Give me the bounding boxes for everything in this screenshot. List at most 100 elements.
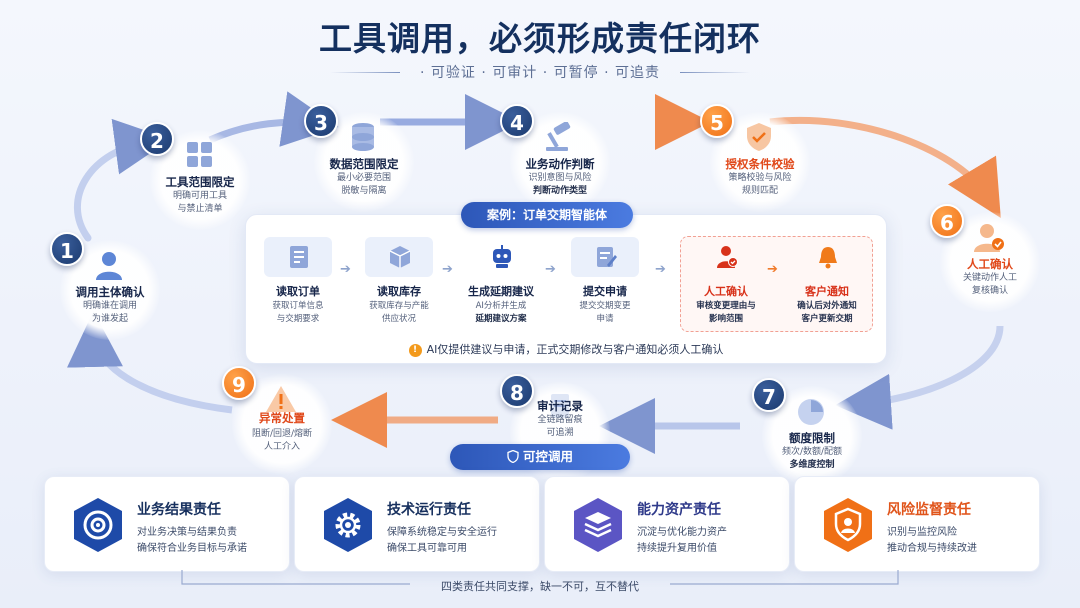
notice-text: AI仅提供建议与申请，正式交期修改与客户通知必须人工确认 [426, 343, 724, 356]
step-3: 3 数据范围限定 最小必要范围 脱敏与隔离 [304, 104, 424, 224]
card-tech-operation: 技术运行责任 保障系统稳定与安全运行 确保工具可靠可用 [294, 476, 540, 572]
step-number: 5 [700, 104, 734, 138]
step-desc: 人工介入 [263, 442, 300, 452]
case-step-desc: 与交期要求 [276, 314, 320, 324]
card-business-result: 业务结果责任 对业务决策与结果负责 确保符合业务目标与承诺 [44, 476, 290, 572]
footer-bracket [181, 570, 899, 585]
step-desc: 判断动作类型 [532, 186, 587, 196]
case-step-desc: 获取订单信息 [272, 301, 324, 311]
card-line: 对业务决策与结果负责 [137, 527, 237, 538]
form-icon [597, 247, 617, 267]
case-step-name: 读取订单 [276, 285, 320, 298]
step-number: 2 [140, 122, 174, 156]
case-notice: !AI仅提供建议与申请，正式交期修改与客户通知必须人工确认 [245, 341, 887, 357]
layers-icon [574, 498, 622, 552]
card-line: 识别与监控风险 [887, 527, 957, 538]
card-title: 技术运行责任 [387, 502, 471, 518]
step-number: 4 [500, 104, 534, 138]
step-number: 7 [752, 378, 786, 412]
card-line: 沉淀与优化能力资产 [637, 527, 727, 538]
document-icon [551, 394, 569, 418]
footer-note: 四类责任共同支撑，缺一不可，互不替代 [441, 580, 639, 593]
card-line: 确保工具可靠可用 [387, 543, 467, 554]
step-number: 9 [222, 366, 256, 400]
step-desc: 脱敏与隔离 [341, 186, 387, 196]
shield-icon [507, 449, 519, 464]
page-title: 工具调用，必须形成责任闭环 [319, 19, 761, 58]
step-2: 2 工具范围限定 明确可用工具 与禁止清单 [140, 122, 260, 242]
arrow-right-icon: ➔ [545, 262, 556, 277]
step-name: 授权条件校验 [725, 157, 795, 171]
box-icon [389, 246, 411, 268]
step-name: 异常处置 [259, 411, 305, 425]
step-name: 数据范围限定 [329, 157, 399, 171]
person-check-icon [717, 246, 738, 268]
step-name: 工具范围限定 [165, 175, 235, 189]
step-desc: 与禁止清单 [177, 204, 223, 214]
card-title: 风险监督责任 [887, 502, 971, 518]
step-desc: 规则匹配 [741, 186, 778, 196]
subtitle-line-left [330, 72, 400, 73]
gear-icon [324, 498, 372, 552]
step-9: 9 异常处置 阻断/回退/熔断 人工介入 [222, 366, 342, 486]
grid-icon [187, 142, 212, 167]
arrow-right-icon: ➔ [767, 262, 778, 277]
step-desc: 策略校验与风险 [728, 173, 792, 183]
order-icon [290, 246, 308, 268]
step-name: 调用主体确认 [75, 285, 145, 299]
step-7: 7 额度限制 频次/数额/配额 多维度控制 [752, 378, 872, 498]
case-step-name: 读取库存 [377, 285, 421, 298]
case-step-desc: 供应状况 [381, 314, 416, 324]
arrow-right-icon: ➔ [655, 262, 666, 277]
arrow-right-icon: ➔ [340, 262, 351, 277]
user-check-icon [974, 224, 1004, 252]
step-desc: 复核确认 [971, 286, 1008, 296]
step-name: 业务动作判断 [525, 157, 595, 171]
robot-icon [493, 245, 511, 268]
case-step-desc: 提交交期变更 [579, 301, 631, 311]
controlled-call-label: 可控调用 [450, 444, 630, 470]
human-zone-box [680, 236, 873, 332]
case-step-desc: 影响范围 [708, 314, 743, 324]
step-number: 3 [304, 104, 338, 138]
step-name: 审计记录 [537, 399, 583, 413]
step-desc: 阻断/回退/熔断 [251, 429, 313, 439]
step-desc: 频次/数额/配额 [781, 447, 843, 457]
card-line: 推动合规与持续改进 [887, 543, 977, 554]
step-desc: 多维度控制 [789, 460, 835, 470]
database-icon [352, 123, 374, 151]
step-desc: 识别意图与风险 [528, 173, 592, 183]
card-title: 能力资产责任 [637, 502, 721, 518]
card-title: 业务结果责任 [137, 502, 221, 518]
card-line: 确保符合业务目标与承诺 [137, 543, 247, 554]
step-desc: 明确谁在调用 [82, 301, 137, 311]
case-step-desc: 客户更新交期 [801, 314, 853, 324]
step-desc: 关键动作人工 [962, 273, 1017, 283]
case-step-desc: 审核变更理由与 [696, 301, 756, 311]
step-desc: 最小必要范围 [336, 173, 391, 183]
shield-user-icon [824, 498, 872, 552]
gavel-icon [546, 122, 571, 151]
card-line: 保障系统稳定与安全运行 [387, 527, 497, 538]
arrow-right-icon: ➔ [442, 262, 453, 277]
case-step-desc: 申请 [596, 314, 614, 324]
shield-icon [747, 123, 771, 151]
case-step-desc: 延期建议方案 [475, 314, 527, 324]
step-name: 额度限制 [789, 431, 835, 445]
page-subtitle: · 可验证 · 可审计 · 可暂停 · 可追责 [420, 65, 660, 81]
step-number: 1 [50, 232, 84, 266]
case-step-name: 提交申请 [583, 285, 627, 298]
step-desc: 明确可用工具 [172, 191, 227, 201]
target-icon [74, 498, 122, 552]
step-desc: 为谁发起 [91, 314, 128, 324]
step-1: 1 调用主体确认 明确谁在调用 为谁发起 [50, 232, 170, 352]
gauge-icon [798, 399, 824, 425]
step-number: 6 [930, 204, 964, 238]
case-step-desc: AI分析并生成 [475, 301, 527, 311]
user-icon [96, 252, 122, 280]
step-number: 8 [500, 374, 534, 408]
case-step-desc: 确认后对外通知 [797, 301, 857, 311]
case-step-name: 生成延期建议 [468, 285, 534, 298]
case-step-desc: 获取库存与产能 [369, 301, 429, 311]
